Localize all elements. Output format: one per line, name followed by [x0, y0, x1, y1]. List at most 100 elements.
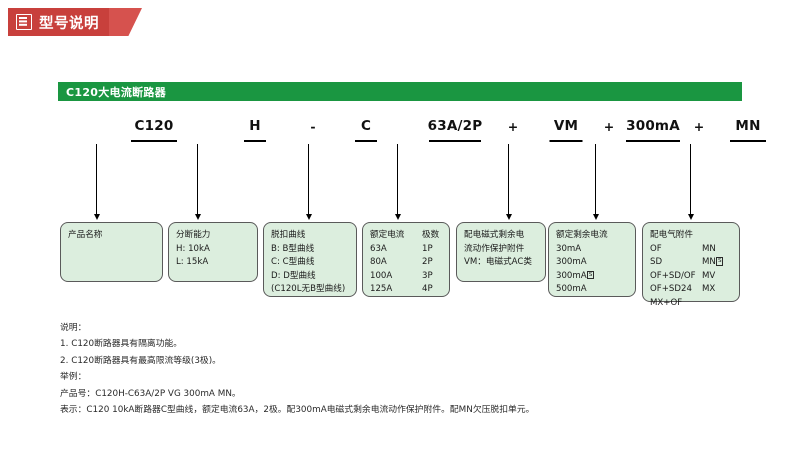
connector-line	[197, 144, 198, 216]
connector-line	[508, 144, 509, 216]
box-cell: SD	[650, 257, 663, 268]
footnote-mark: S	[716, 257, 724, 266]
box-cell: MX	[702, 284, 716, 295]
box-cell: OF+SD/OF	[650, 270, 696, 281]
box-cell: 100A	[370, 270, 393, 281]
box-row: OF+SD/OF MV	[650, 270, 732, 284]
box-cell: 4P	[422, 284, 433, 295]
model-code-token: 63A/2P	[427, 118, 483, 134]
model-code-token: C120	[134, 118, 174, 134]
footnote-mark: S	[587, 270, 594, 280]
model-code-token: VM	[553, 118, 579, 134]
note-line: 产品号：C120H-C63A/2P VG 300mA MN。	[60, 388, 241, 399]
box-row: 80A 2P	[370, 256, 442, 270]
document-lines-icon	[16, 14, 32, 30]
box-cell: 125A	[370, 284, 393, 295]
box-row: 63A 1P	[370, 243, 442, 257]
connector-arrowhead	[194, 214, 201, 220]
model-code-row: C120 H - C 63A/2P + VM +300mA + MN	[58, 118, 788, 144]
code-underline	[626, 140, 680, 142]
box-line: (C120L无B型曲线)	[271, 284, 346, 295]
code-separator: +	[507, 119, 519, 134]
connector-arrowhead	[592, 214, 599, 220]
box-row: 100A 3P	[370, 270, 442, 284]
info-box-residual-current-module: 配电磁式剩余电流动作保护附件 VM：电磁式AC类	[456, 222, 546, 282]
connector-arrowhead	[305, 214, 312, 220]
note-line: 1. C120断路器具有隔离功能。	[60, 339, 183, 350]
connector-line	[690, 144, 691, 216]
column-header: 极数	[422, 230, 440, 240]
code-underline	[355, 140, 377, 142]
note-line: 说明：	[60, 323, 87, 333]
info-box-rated-current-poles: 额定电流 极数 63A 1P 80A 2P 100A 3P 125A 4P	[362, 222, 450, 297]
box-cell: MN	[702, 243, 716, 254]
model-code-token: 300mA	[626, 118, 680, 134]
box-line: 300mA	[556, 257, 587, 268]
box-heading: 配电气附件	[650, 230, 693, 240]
box-line: 500mA	[556, 284, 587, 295]
info-box-product-name: 产品名称	[60, 222, 163, 282]
connector-arrowhead	[394, 214, 401, 220]
box-heading: 产品名称	[68, 230, 103, 240]
section-title: C120大电流断路器	[66, 85, 167, 99]
connector-arrowhead	[93, 214, 100, 220]
box-heading: 脱扣曲线	[271, 230, 306, 240]
box-line: 流动作保护附件	[464, 243, 525, 254]
box-cell: MV	[702, 270, 716, 281]
box-cell: 3P	[422, 270, 433, 281]
section-title-bar: C120大电流断路器	[58, 82, 742, 101]
box-row: MX+OF	[650, 297, 732, 311]
notes-block: 说明： 1. C120断路器具有隔离功能。 2. C120断路器具有最高限流等级(3…	[60, 320, 534, 418]
model-code-token: H	[249, 118, 261, 134]
page-title: 型号说明	[39, 15, 99, 32]
box-heading: 分断能力	[176, 230, 211, 240]
box-line: VM：电磁式AC类	[464, 257, 532, 268]
code-separator: +	[603, 119, 615, 134]
info-box-trip-curve: 脱扣曲线 B: B型曲线 C: C型曲线 D: D型曲线 (C120L无B型曲线)	[263, 222, 357, 297]
code-underline	[429, 140, 481, 142]
box-line: C: C型曲线	[271, 257, 315, 268]
connector-line	[308, 144, 309, 216]
box-line: L: 15kA	[176, 257, 209, 268]
code-separator: -	[310, 119, 316, 134]
box-heading: 配电磁式剩余电	[464, 230, 525, 240]
box-cell: 1P	[422, 243, 433, 254]
box-row: OF MN	[650, 243, 732, 257]
header-tab: 型号说明	[8, 8, 109, 36]
column-header: 额定电流	[370, 230, 405, 240]
code-separator: +	[693, 119, 705, 134]
code-underline	[131, 140, 177, 142]
box-heading: 额定剩余电流	[556, 230, 608, 240]
header-slant-decoration	[108, 8, 142, 36]
code-underline	[730, 140, 766, 142]
box-line: H: 10kA	[176, 243, 210, 254]
box-cell: 63A	[370, 243, 387, 254]
note-line: 2. C120断路器具有最高限流等级(3极)。	[60, 355, 221, 366]
box-cell: OF	[650, 243, 662, 254]
header-banner: 型号说明	[8, 8, 142, 36]
connector-arrowhead	[687, 214, 694, 220]
model-code-token: MN	[735, 118, 761, 134]
box-line: D: D型曲线	[271, 270, 316, 281]
code-underline	[244, 140, 266, 142]
code-underline	[549, 140, 583, 142]
box-line: 30mA	[556, 243, 582, 254]
info-box-breaking-capacity: 分断能力 H: 10kA L: 15kA	[168, 222, 258, 282]
model-code-token: C	[360, 118, 372, 134]
box-cell: MX+OF	[650, 297, 683, 308]
connector-line	[595, 144, 596, 216]
box-line: B: B型曲线	[271, 243, 315, 254]
note-line: 表示：C120 10kA断路器C型曲线，额定电流63A，2极。配300mA电磁式…	[60, 405, 535, 416]
box-cell: 80A	[370, 257, 387, 268]
connector-line	[397, 144, 398, 216]
box-row: 125A 4P	[370, 283, 442, 297]
box-cell: 2P	[422, 257, 433, 268]
box-column-headers: 额定电流 极数	[370, 229, 442, 243]
connector-line	[96, 144, 97, 216]
